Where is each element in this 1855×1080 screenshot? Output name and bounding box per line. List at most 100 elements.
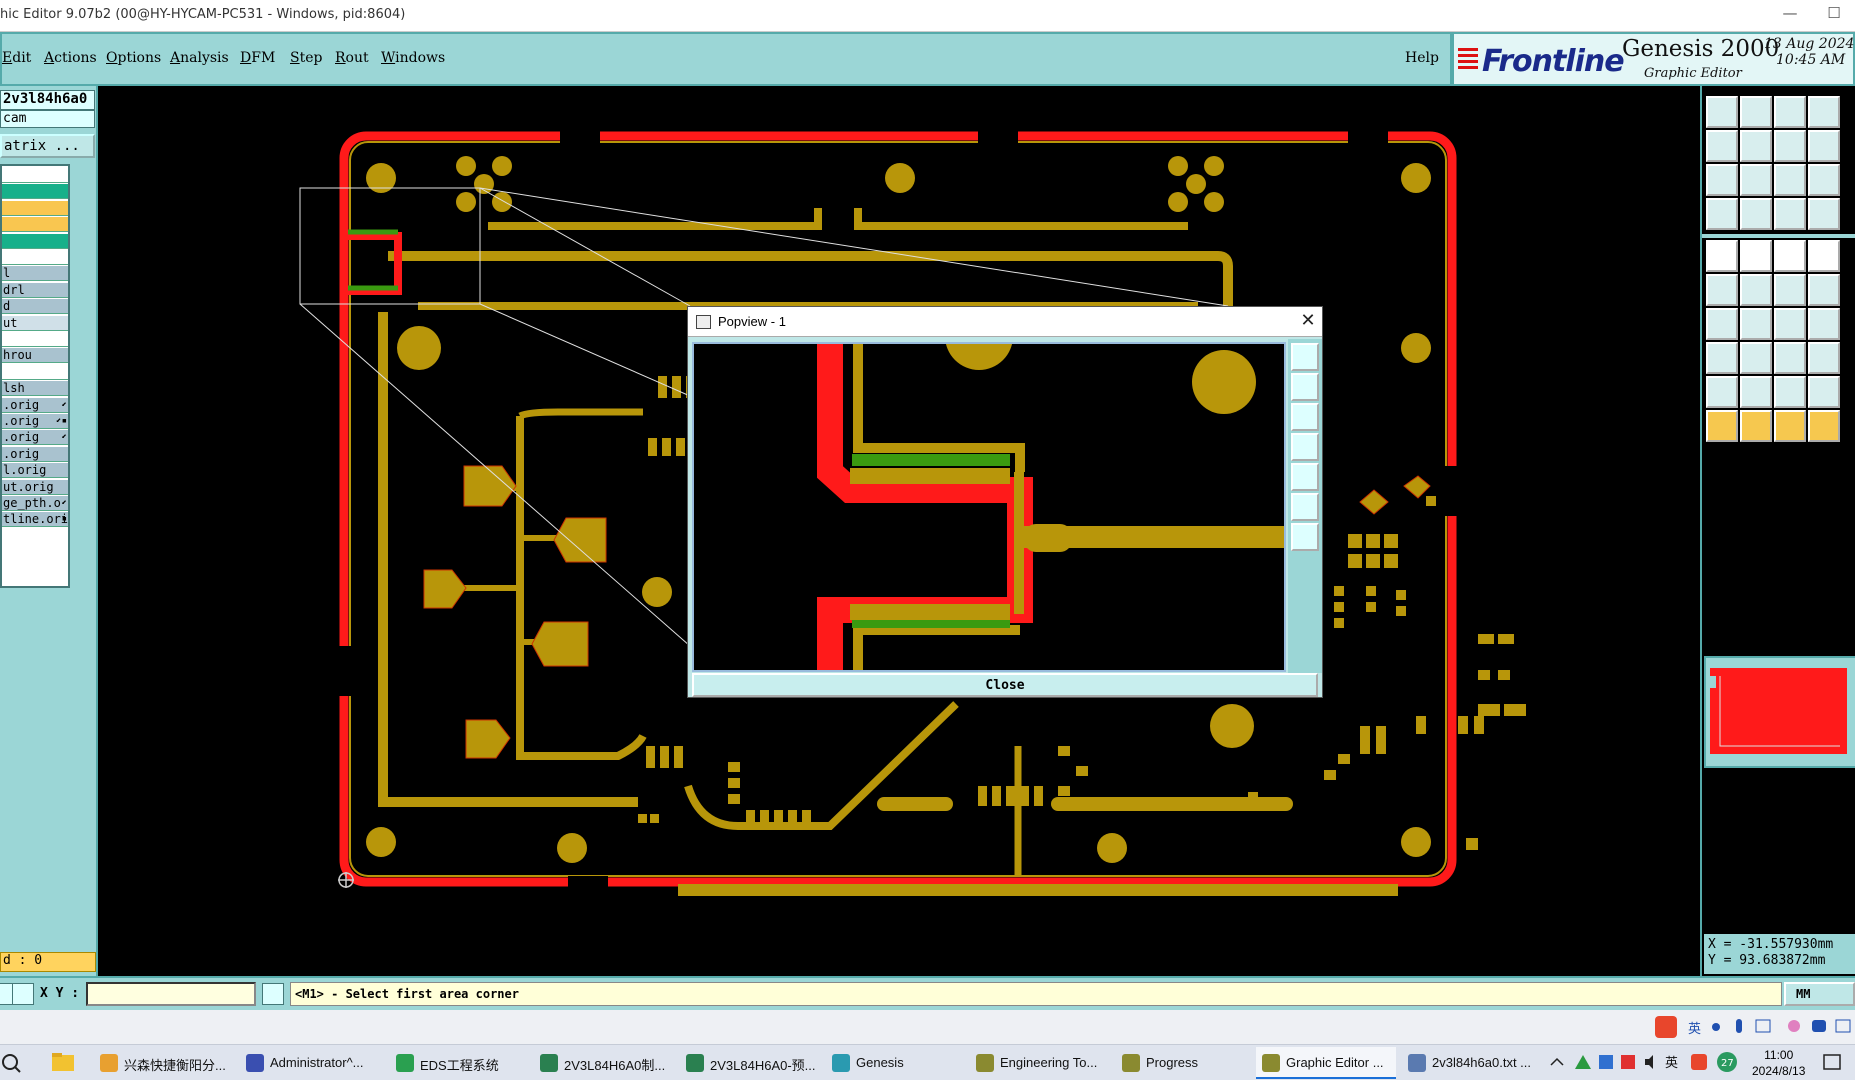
popview-pan-up-icon[interactable] xyxy=(1291,373,1319,401)
zoom-1to1-icon[interactable] xyxy=(1774,164,1806,196)
taskbar-app[interactable]: 兴森快捷衡阳分... xyxy=(94,1047,234,1079)
menu-rout[interactable]: Rout xyxy=(335,50,369,66)
layer-row[interactable] xyxy=(2,217,68,233)
layer-row[interactable]: lsh xyxy=(2,381,68,397)
taskbar-app[interactable]: 2v3l84h6a0.txt ... xyxy=(1402,1047,1542,1079)
open-icon[interactable] xyxy=(1706,96,1738,128)
file-explorer-icon[interactable] xyxy=(48,1045,78,1080)
select-net-icon[interactable] xyxy=(1774,410,1806,442)
layer-row[interactable]: tline.orig▪ xyxy=(2,512,68,528)
layer-row[interactable] xyxy=(2,364,68,380)
minimize-button[interactable]: — xyxy=(1782,4,1798,22)
board-overview[interactable] xyxy=(1704,656,1855,768)
taskbar-app[interactable]: 2V3L84H6A0-预... xyxy=(680,1047,820,1079)
layer-row[interactable] xyxy=(2,250,68,265)
menu-windows[interactable]: Windows xyxy=(381,50,446,66)
draw-arc-icon[interactable] xyxy=(1740,308,1772,340)
menu-actions[interactable]: Actions xyxy=(44,50,97,66)
layer-row[interactable]: .orig⬋▪ xyxy=(2,414,68,429)
select-route-icon[interactable] xyxy=(1808,410,1840,442)
xy-input[interactable] xyxy=(86,982,256,1006)
select-alt-icon[interactable] xyxy=(1740,410,1772,442)
units-selector[interactable]: MM xyxy=(1784,982,1855,1006)
layer-affected-icon[interactable]: ⬋ xyxy=(61,498,67,508)
layer-row[interactable]: ut.orig xyxy=(2,479,68,495)
surface-edit-icon[interactable] xyxy=(1774,376,1806,408)
menu-edit[interactable]: Edit xyxy=(2,50,32,66)
layer-affected-icon[interactable]: ▪ xyxy=(61,514,67,525)
layer-row[interactable]: .orig xyxy=(2,446,68,462)
taskbar-app[interactable]: Administrator^... xyxy=(240,1047,380,1079)
popview-pan-down-icon[interactable] xyxy=(1291,403,1319,431)
search-icon[interactable] xyxy=(0,1045,40,1080)
move-icon[interactable] xyxy=(1706,274,1738,306)
save-icon[interactable] xyxy=(1740,96,1772,128)
snap-icon[interactable] xyxy=(1774,198,1806,230)
layer-affected-icon[interactable]: ⬋▪ xyxy=(56,416,67,426)
popview-pan-left-icon[interactable] xyxy=(1291,433,1319,461)
layer-affected-icon[interactable]: ⬋ xyxy=(61,399,67,410)
layer-row[interactable]: l xyxy=(2,266,68,282)
measure-icon[interactable] xyxy=(1706,198,1738,230)
layer-row[interactable] xyxy=(2,184,68,200)
matrix-button[interactable]: atrix ... xyxy=(0,134,95,158)
surface-alt-icon[interactable] xyxy=(1740,376,1772,408)
add-pad-icon[interactable] xyxy=(1706,342,1738,374)
taskbar-app[interactable]: Progress xyxy=(1116,1047,1248,1079)
undo-icon[interactable] xyxy=(1774,308,1806,340)
taskbar-app[interactable]: Engineering To... xyxy=(970,1047,1110,1079)
layer-right-icon[interactable] xyxy=(1740,130,1772,162)
pad-icon[interactable] xyxy=(1706,240,1738,272)
surface-icon[interactable] xyxy=(1706,376,1738,408)
layer-row[interactable] xyxy=(2,332,68,347)
layer-row[interactable]: hrou xyxy=(2,348,68,364)
window-icon[interactable] xyxy=(1808,96,1840,128)
layer-affected-icon[interactable]: ⬋ xyxy=(61,432,67,443)
line-icon[interactable] xyxy=(1774,274,1806,306)
add-line-icon[interactable] xyxy=(1740,342,1772,374)
layer-left-icon[interactable] xyxy=(1706,130,1738,162)
layer-row[interactable]: ut xyxy=(2,315,68,331)
menu-options[interactable]: Options xyxy=(106,50,162,66)
layer-row[interactable]: d xyxy=(2,299,68,315)
grid-snap-icon[interactable] xyxy=(12,983,34,1005)
popview-pan-right-icon[interactable] xyxy=(1291,463,1319,491)
copy-icon[interactable] xyxy=(1808,342,1840,374)
home-icon[interactable] xyxy=(1774,96,1806,128)
feature-icon[interactable] xyxy=(1740,240,1772,272)
resize-icon[interactable] xyxy=(1774,342,1806,374)
layer-row[interactable]: .orig⬋ xyxy=(2,430,68,446)
popview-zoom-out-icon[interactable] xyxy=(1291,493,1319,521)
taskbar-clock[interactable]: 11:00 2024/8/13 xyxy=(1752,1047,1805,1079)
layer-row[interactable] xyxy=(2,233,68,249)
layer-row[interactable]: l.orig xyxy=(2,463,68,479)
taskbar-app[interactable]: Graphic Editor ... xyxy=(1256,1047,1396,1079)
delete-icon[interactable] xyxy=(1740,274,1772,306)
arc-icon[interactable] xyxy=(1808,274,1840,306)
ruler-icon[interactable] xyxy=(1774,240,1806,272)
layer-row[interactable] xyxy=(2,200,68,216)
menu-analysis[interactable]: Analysis xyxy=(170,50,229,66)
select-icon[interactable] xyxy=(1706,410,1738,442)
surface-more-icon[interactable] xyxy=(1808,376,1840,408)
rotate-icon[interactable] xyxy=(1808,130,1840,162)
text-icon[interactable] xyxy=(1808,308,1840,340)
menu-step[interactable]: Step xyxy=(290,50,323,66)
menu-help[interactable]: Help xyxy=(1405,50,1439,66)
layer-row[interactable]: .orig⬋ xyxy=(2,397,68,413)
grid-icon[interactable] xyxy=(1740,198,1772,230)
snap-alt-icon[interactable] xyxy=(1808,198,1840,230)
popview-close-icon[interactable]: ✕ xyxy=(1300,310,1316,331)
taskbar-app[interactable]: EDS工程系统 xyxy=(390,1047,528,1079)
notification-center-icon[interactable] xyxy=(1818,1045,1848,1080)
maximize-button[interactable]: ☐ xyxy=(1827,4,1841,22)
redraw-icon[interactable] xyxy=(1774,130,1806,162)
help-icon[interactable] xyxy=(1808,164,1840,196)
info-icon[interactable] xyxy=(262,983,284,1005)
popview-canvas[interactable] xyxy=(692,342,1286,672)
layer-row[interactable]: drl xyxy=(2,282,68,298)
job-name[interactable]: 2v3l84h6a0 xyxy=(0,90,95,110)
taskbar-app[interactable]: 2V3L84H6A0制... xyxy=(534,1047,674,1079)
popview-zoom-fit-icon[interactable] xyxy=(1291,523,1319,551)
popview-zoom-icon[interactable] xyxy=(1291,343,1319,371)
